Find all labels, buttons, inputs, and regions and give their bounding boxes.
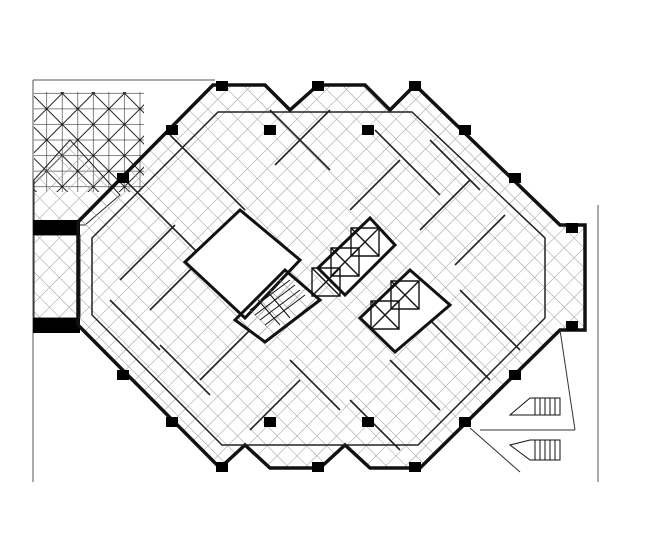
column [264, 125, 276, 135]
partition-wall [159, 344, 211, 396]
column [312, 462, 324, 472]
column [509, 370, 521, 380]
elevator-bank-2 [357, 267, 453, 355]
building-inner-wall [91, 111, 546, 446]
partition-wall [249, 379, 301, 431]
elevator-car [390, 280, 420, 310]
left-wing [33, 220, 81, 333]
restroom-core [182, 207, 303, 321]
elevator-car [311, 267, 341, 297]
partition-wall [199, 329, 251, 381]
partition-wall [119, 224, 176, 281]
exterior-stairs [508, 397, 561, 461]
column [509, 173, 521, 183]
column [117, 173, 129, 183]
partition-wall [349, 399, 401, 451]
partition-wall [169, 134, 246, 211]
column [362, 125, 374, 135]
column [566, 223, 578, 233]
stair-core [232, 267, 323, 344]
column [117, 370, 129, 380]
elevators [311, 227, 420, 330]
column [166, 417, 178, 427]
column [459, 125, 471, 135]
column [216, 462, 228, 472]
partition-wall [454, 214, 506, 266]
partition-wall [274, 109, 331, 166]
column [409, 462, 421, 472]
site-boundary [32, 79, 599, 482]
partition-wall [419, 179, 471, 231]
elevator-car [350, 227, 380, 257]
column [409, 81, 421, 91]
partition-wall [429, 319, 491, 381]
stairs [249, 279, 306, 326]
column [166, 125, 178, 135]
partition-wall [459, 289, 521, 351]
column [566, 321, 578, 331]
column [362, 417, 374, 427]
entry-ramp-lines [469, 329, 576, 473]
column [264, 417, 276, 427]
structural-columns [117, 81, 578, 472]
partition-wall [109, 299, 161, 351]
partition-wall [289, 359, 341, 411]
partition-wall [124, 179, 201, 256]
partition-wall [374, 129, 441, 196]
column [216, 81, 228, 91]
room-partitions [109, 109, 521, 451]
partition-wall [349, 159, 401, 211]
column [312, 81, 324, 91]
partition-wall [429, 139, 481, 191]
partition-wall [389, 359, 441, 411]
column [459, 417, 471, 427]
